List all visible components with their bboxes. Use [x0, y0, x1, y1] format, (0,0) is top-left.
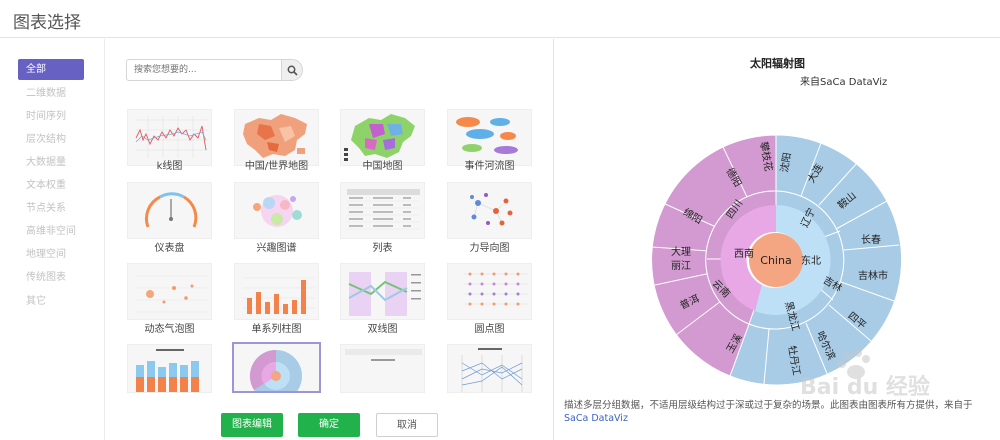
bubble-preview: [136, 275, 208, 313]
thumb-label-single-bar: 单系列柱图: [251, 324, 302, 335]
preview-title: 太阳辐射图: [750, 57, 805, 70]
sunburst-center-label: China: [760, 254, 791, 267]
sidebar-item-big-data[interactable]: 大数据量: [26, 157, 66, 168]
sunburst-outer-label-0: 沈阳: [777, 151, 793, 173]
sunburst-chart: China 东北 西南 辽宁 吉林 黑龙江 云南 四川 沈阳 大连 鞍山 长春 …: [651, 135, 901, 385]
baidu-watermark-logo: Bai du 经验: [800, 350, 930, 400]
search-icon: [287, 65, 298, 76]
search-box: [126, 59, 304, 81]
thumb-double-line[interactable]: [340, 263, 425, 320]
thumb-china-world-map[interactable]: [234, 109, 319, 166]
gauge-preview: [144, 192, 198, 228]
window-header: 图表选择: [0, 0, 1000, 38]
thumb-label-force-graph: 力导向图: [469, 243, 510, 254]
thumb-bubble[interactable]: [127, 263, 212, 320]
china-world-map-preview: [243, 114, 307, 158]
thumb-single-bar[interactable]: [234, 263, 319, 320]
stacked-bar-preview: [136, 349, 199, 392]
force-graph-preview: [470, 193, 513, 226]
preview-description: 描述多层分组数据，不适用层级结构过于深或过于复杂的场景。此图表由图表所有方提供，…: [564, 399, 994, 425]
sunburst-outer-label-10: 丽江: [671, 260, 691, 272]
sidebar-item-text-weight[interactable]: 文本权重: [26, 180, 66, 191]
china-map-preview: [344, 114, 415, 161]
sunburst-thumb-preview: [249, 349, 302, 391]
thumb-interest-graph[interactable]: [234, 182, 319, 239]
thumb-label-kline: k线图: [156, 161, 183, 172]
parallel-preview: [461, 348, 523, 392]
thumb-list[interactable]: [340, 182, 425, 239]
double-line-preview: [348, 272, 421, 316]
sidebar-item-other[interactable]: 其它: [26, 296, 46, 307]
search-button[interactable]: [281, 59, 303, 81]
sidebar-item-high-dim[interactable]: 高维非空间: [26, 226, 76, 237]
thumb-event-river[interactable]: [447, 109, 532, 166]
thumb-parallel[interactable]: [447, 344, 532, 393]
thumb-label-china-map: 中国地图: [362, 161, 403, 172]
sidebar-item-traditional[interactable]: 传统图表: [26, 272, 66, 283]
single-bar-preview: [243, 277, 315, 314]
sunburst-outer-label-3: 长春: [861, 234, 881, 246]
thumb-label-bubble: 动态气泡图: [144, 324, 195, 335]
dot-chart-preview: [464, 272, 528, 306]
thumb-other-chart[interactable]: [340, 344, 425, 393]
kline-preview: [135, 116, 208, 158]
chart-preview-panel: 太阳辐射图 来自SaCa DataViz: [555, 39, 1000, 440]
thumb-dot-chart[interactable]: [447, 263, 532, 320]
thumb-gauge[interactable]: [127, 182, 212, 239]
search-input[interactable]: [126, 59, 282, 81]
thumb-label-list: 列表: [372, 243, 393, 254]
window-title: 图表选择: [13, 13, 81, 33]
sidebar-item-time-series[interactable]: 时间序列: [26, 111, 66, 122]
preview-description-text: 描述多层分组数据，不适用层级结构过于深或过于复杂的场景。此图表由图表所有方提供，…: [564, 400, 973, 411]
chart-edit-button[interactable]: 图表编辑: [221, 413, 283, 437]
sunburst-center: [749, 233, 803, 287]
thumb-label-double-line: 双线图: [367, 324, 398, 335]
category-sidebar: 全部 二维数据 时间序列 层次结构 大数据量 文本权重 节点关系 高维非空间 地…: [0, 39, 105, 440]
chart-gallery-panel: k线图 中国/世界地图 中国地图 事件河流图: [106, 39, 554, 440]
sunburst-mid-west: [720, 204, 776, 311]
sunburst-mid-east: [755, 205, 831, 315]
cancel-button[interactable]: 取消: [376, 413, 438, 437]
sidebar-item-all[interactable]: 全部: [18, 59, 84, 80]
thumb-sunburst[interactable]: [232, 342, 321, 393]
preview-subtitle: 来自SaCa DataViz: [800, 77, 888, 88]
sunburst-outer-label-11: 大理: [671, 245, 691, 258]
thumb-label-dot-chart: 圆点图: [474, 324, 505, 335]
sidebar-item-2d-data[interactable]: 二维数据: [26, 88, 66, 99]
list-preview: [347, 189, 420, 230]
thumb-label-event-river: 事件河流图: [464, 161, 515, 172]
other-chart-preview: [345, 349, 422, 361]
interest-graph-preview: [253, 195, 302, 227]
confirm-button[interactable]: 确定: [298, 413, 360, 437]
preview-source-link[interactable]: SaCa DataViz: [564, 413, 628, 424]
sunburst-outer-label-4: 吉林市: [858, 269, 888, 282]
thumb-kline[interactable]: [127, 109, 212, 166]
sunburst-mid-label-1: 西南: [734, 247, 754, 260]
thumb-china-map[interactable]: [340, 109, 425, 166]
watermark-text: Bai du 经验: [800, 374, 930, 400]
sidebar-item-node-relation[interactable]: 节点关系: [26, 203, 66, 214]
event-river-preview: [456, 117, 518, 154]
sidebar-item-hierarchy[interactable]: 层次结构: [26, 134, 66, 145]
thumb-stacked-bar[interactable]: [127, 344, 212, 393]
thumb-label-gauge: 仪表盘: [154, 243, 185, 254]
thumb-label-interest-graph: 兴趣图谱: [256, 243, 297, 254]
sidebar-item-geo[interactable]: 地理空间: [26, 249, 66, 260]
sunburst-mid-label-0: 东北: [801, 254, 821, 267]
thumb-force-graph[interactable]: [447, 182, 532, 239]
thumb-label-china-world-map: 中国/世界地图: [244, 161, 309, 172]
